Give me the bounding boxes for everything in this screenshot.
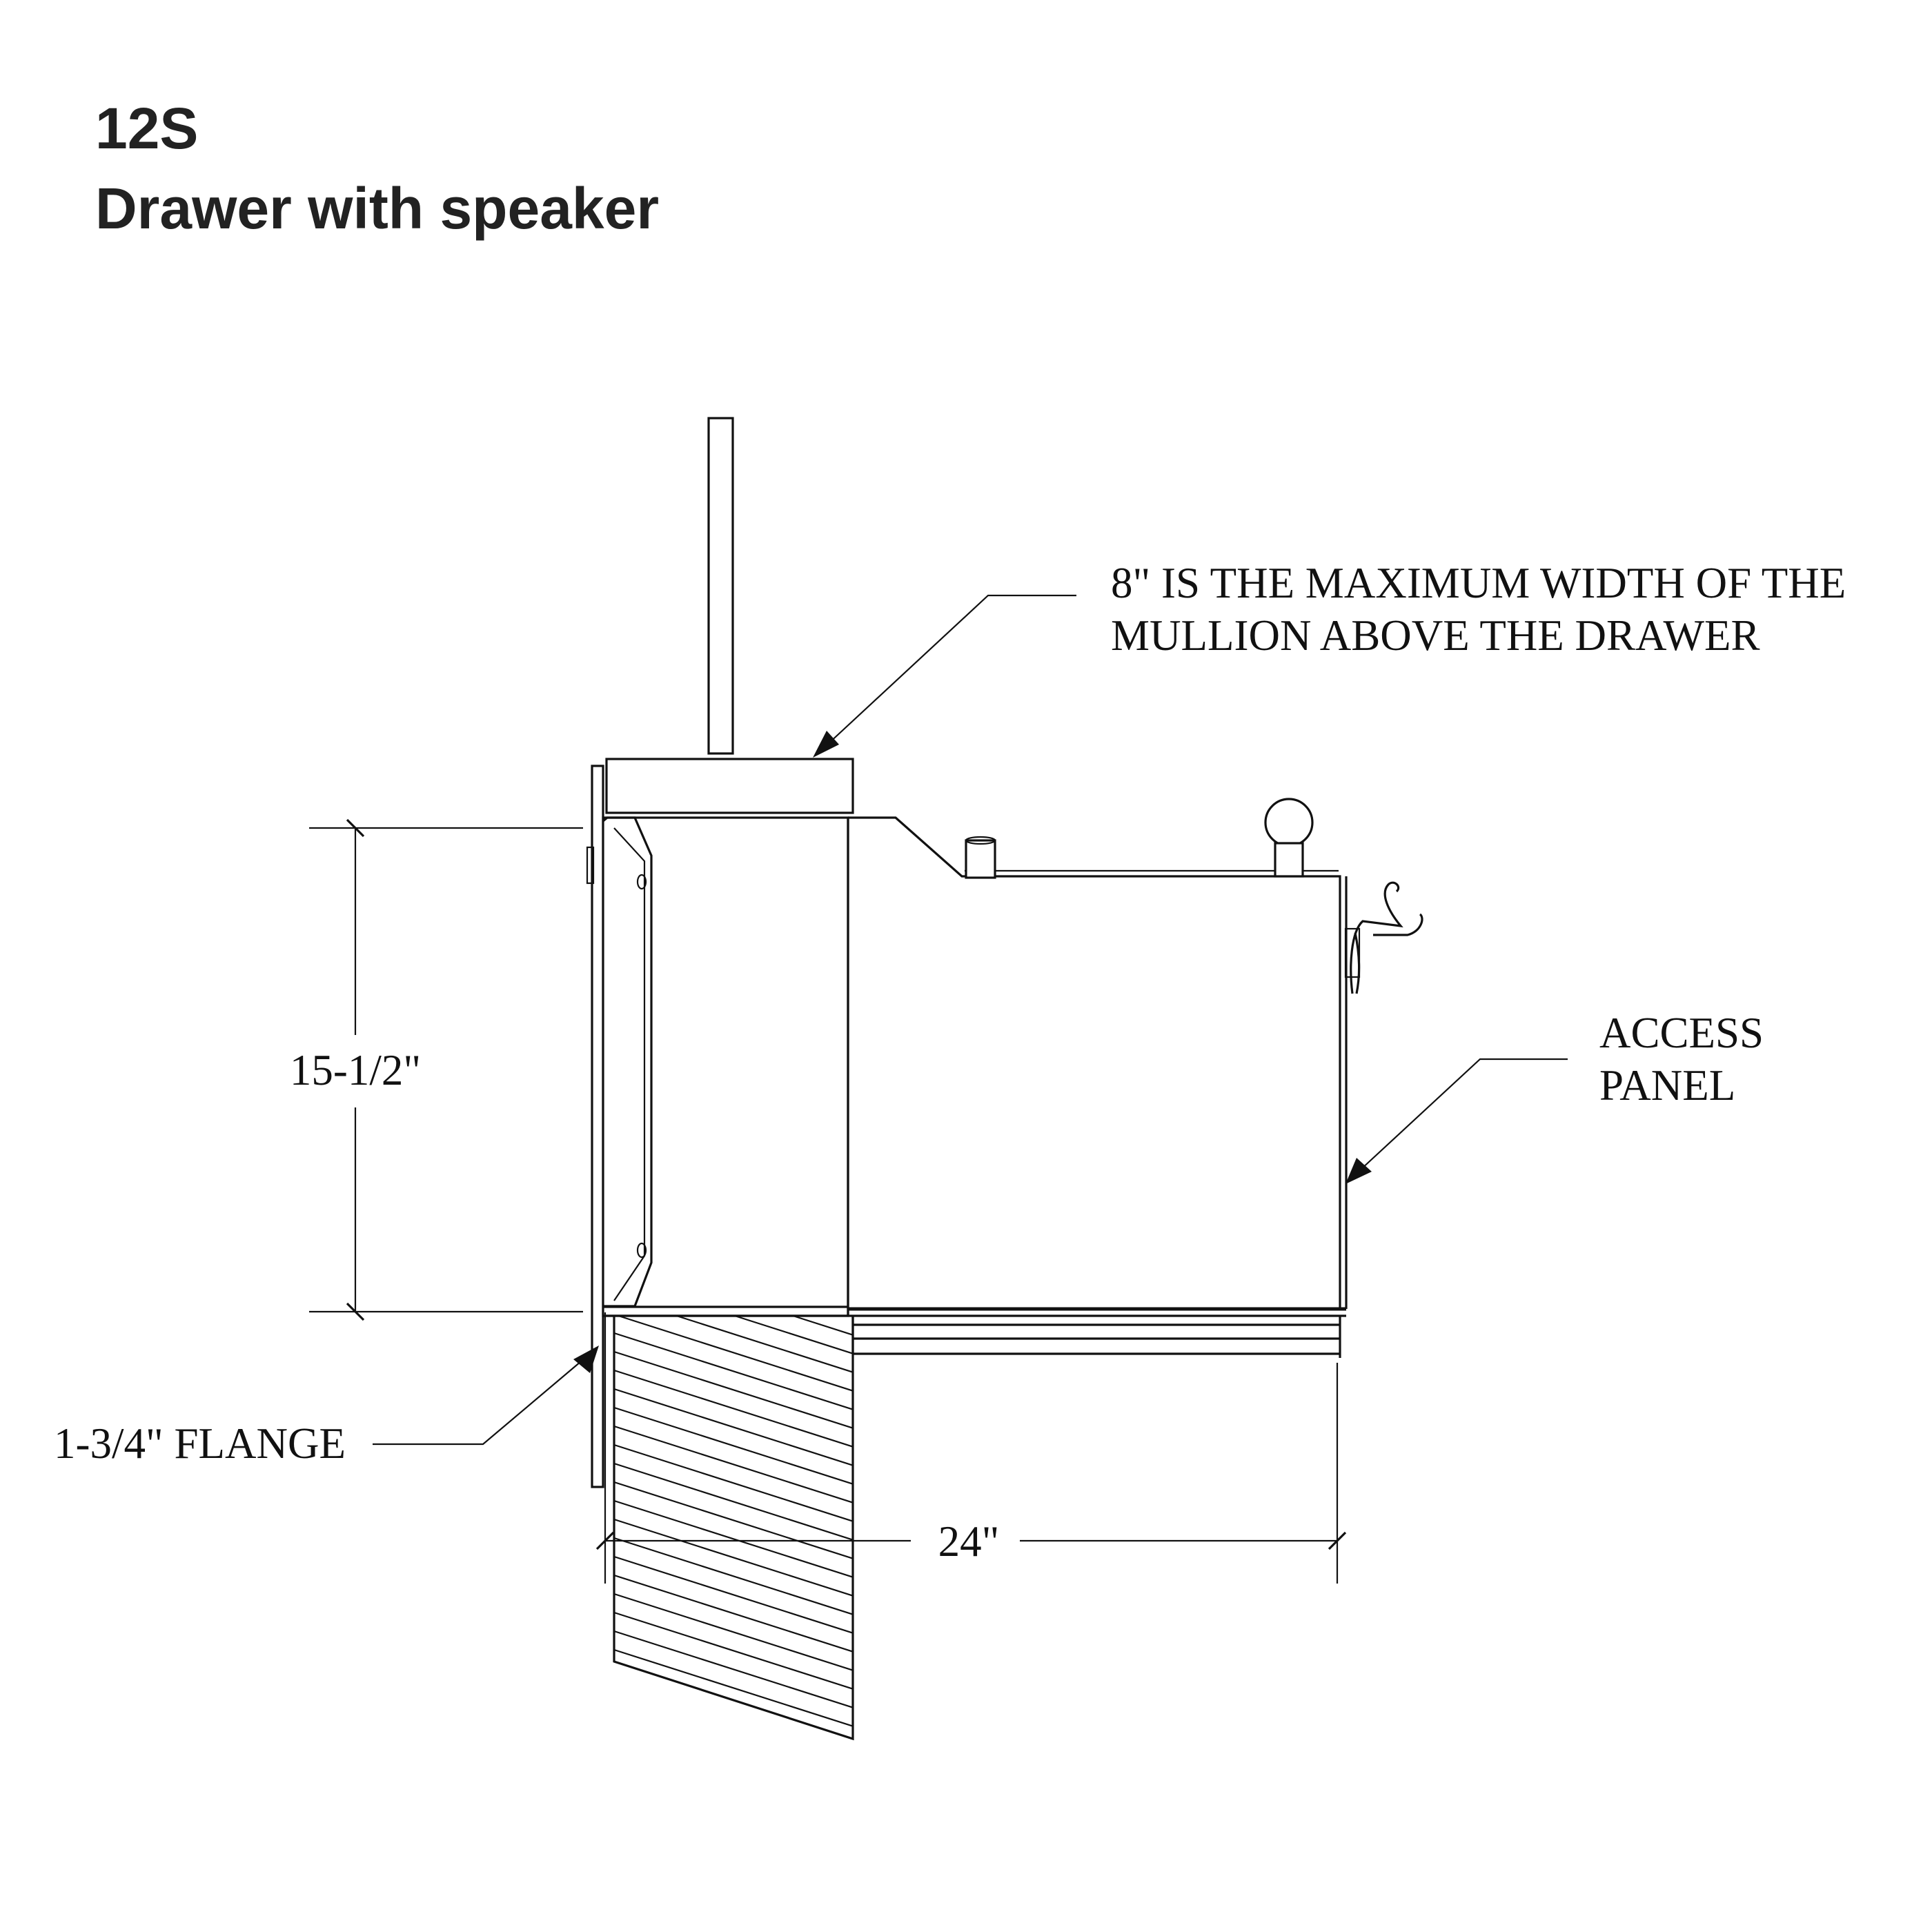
hatch-line (613, 1499, 854, 1578)
access-panel-line1: ACCESS (1599, 1009, 1764, 1057)
flange-callout: 1-3/4" FLANGE (54, 1346, 599, 1468)
hatch-line (613, 1388, 854, 1466)
wall-section-hatch (613, 1314, 854, 1741)
hatch-line (613, 1648, 854, 1727)
flange-label: 1-3/4" FLANGE (54, 1419, 346, 1468)
hatch-lines (613, 1314, 854, 1727)
depth-dimension: 24" (595, 1312, 1347, 1584)
page-header: 12S Drawer with speaker (95, 88, 659, 248)
hatch-line (613, 1518, 854, 1597)
page-subtitle: Drawer with speaker (95, 176, 660, 241)
hatch-line (613, 1425, 854, 1504)
mullion-post (707, 417, 734, 755)
mullion-note-line2: MULLION ABOVE THE DRAWER (1111, 611, 1759, 660)
hatch-line (618, 1314, 854, 1392)
drawer-knob (1264, 798, 1314, 878)
access-panel-latch (1344, 881, 1423, 994)
speaker-housing (602, 816, 849, 1317)
mullion-cap (605, 758, 854, 814)
speaker-screw-bottom (636, 1242, 647, 1259)
mullion-note-line1: 8" IS THE MAXIMUM WIDTH OF THE (1111, 559, 1846, 607)
hatch-line (613, 1481, 854, 1559)
hatch-line (851, 1314, 854, 1317)
hatch-line (613, 1332, 854, 1410)
drawer-body (847, 816, 1348, 1317)
hatch-line (676, 1314, 854, 1373)
speaker-screw-top (636, 874, 647, 890)
hatch-line (613, 1555, 854, 1634)
wall-flange-plate (586, 765, 604, 1488)
height-dimension-label: 15-1/2" (290, 1046, 421, 1094)
hatch-line (613, 1574, 854, 1653)
hatch-line (793, 1314, 854, 1336)
height-dimension: 15-1/2" (290, 818, 583, 1321)
hatch-line (613, 1611, 854, 1690)
mullion-width-callout: 8" IS THE MAXIMUM WIDTH OF THE MULLION A… (813, 559, 1846, 758)
hatch-line (613, 1350, 854, 1429)
hatch-line (613, 1406, 854, 1485)
depth-dimension-label: 24" (938, 1517, 1000, 1566)
hatch-line (613, 1630, 854, 1708)
drawer-tray (851, 1316, 1341, 1358)
drawer-top-post (965, 836, 996, 879)
hatch-line (613, 1369, 854, 1448)
hatch-line (613, 1537, 854, 1615)
hatch-line (734, 1314, 854, 1354)
access-panel-callout: ACCESS PANEL (1346, 1009, 1764, 1184)
hatch-line (613, 1593, 854, 1671)
hatch-line (613, 1443, 854, 1522)
page-title: 12S (95, 96, 199, 161)
access-panel-line2: PANEL (1599, 1061, 1735, 1110)
hatch-line (613, 1462, 854, 1541)
